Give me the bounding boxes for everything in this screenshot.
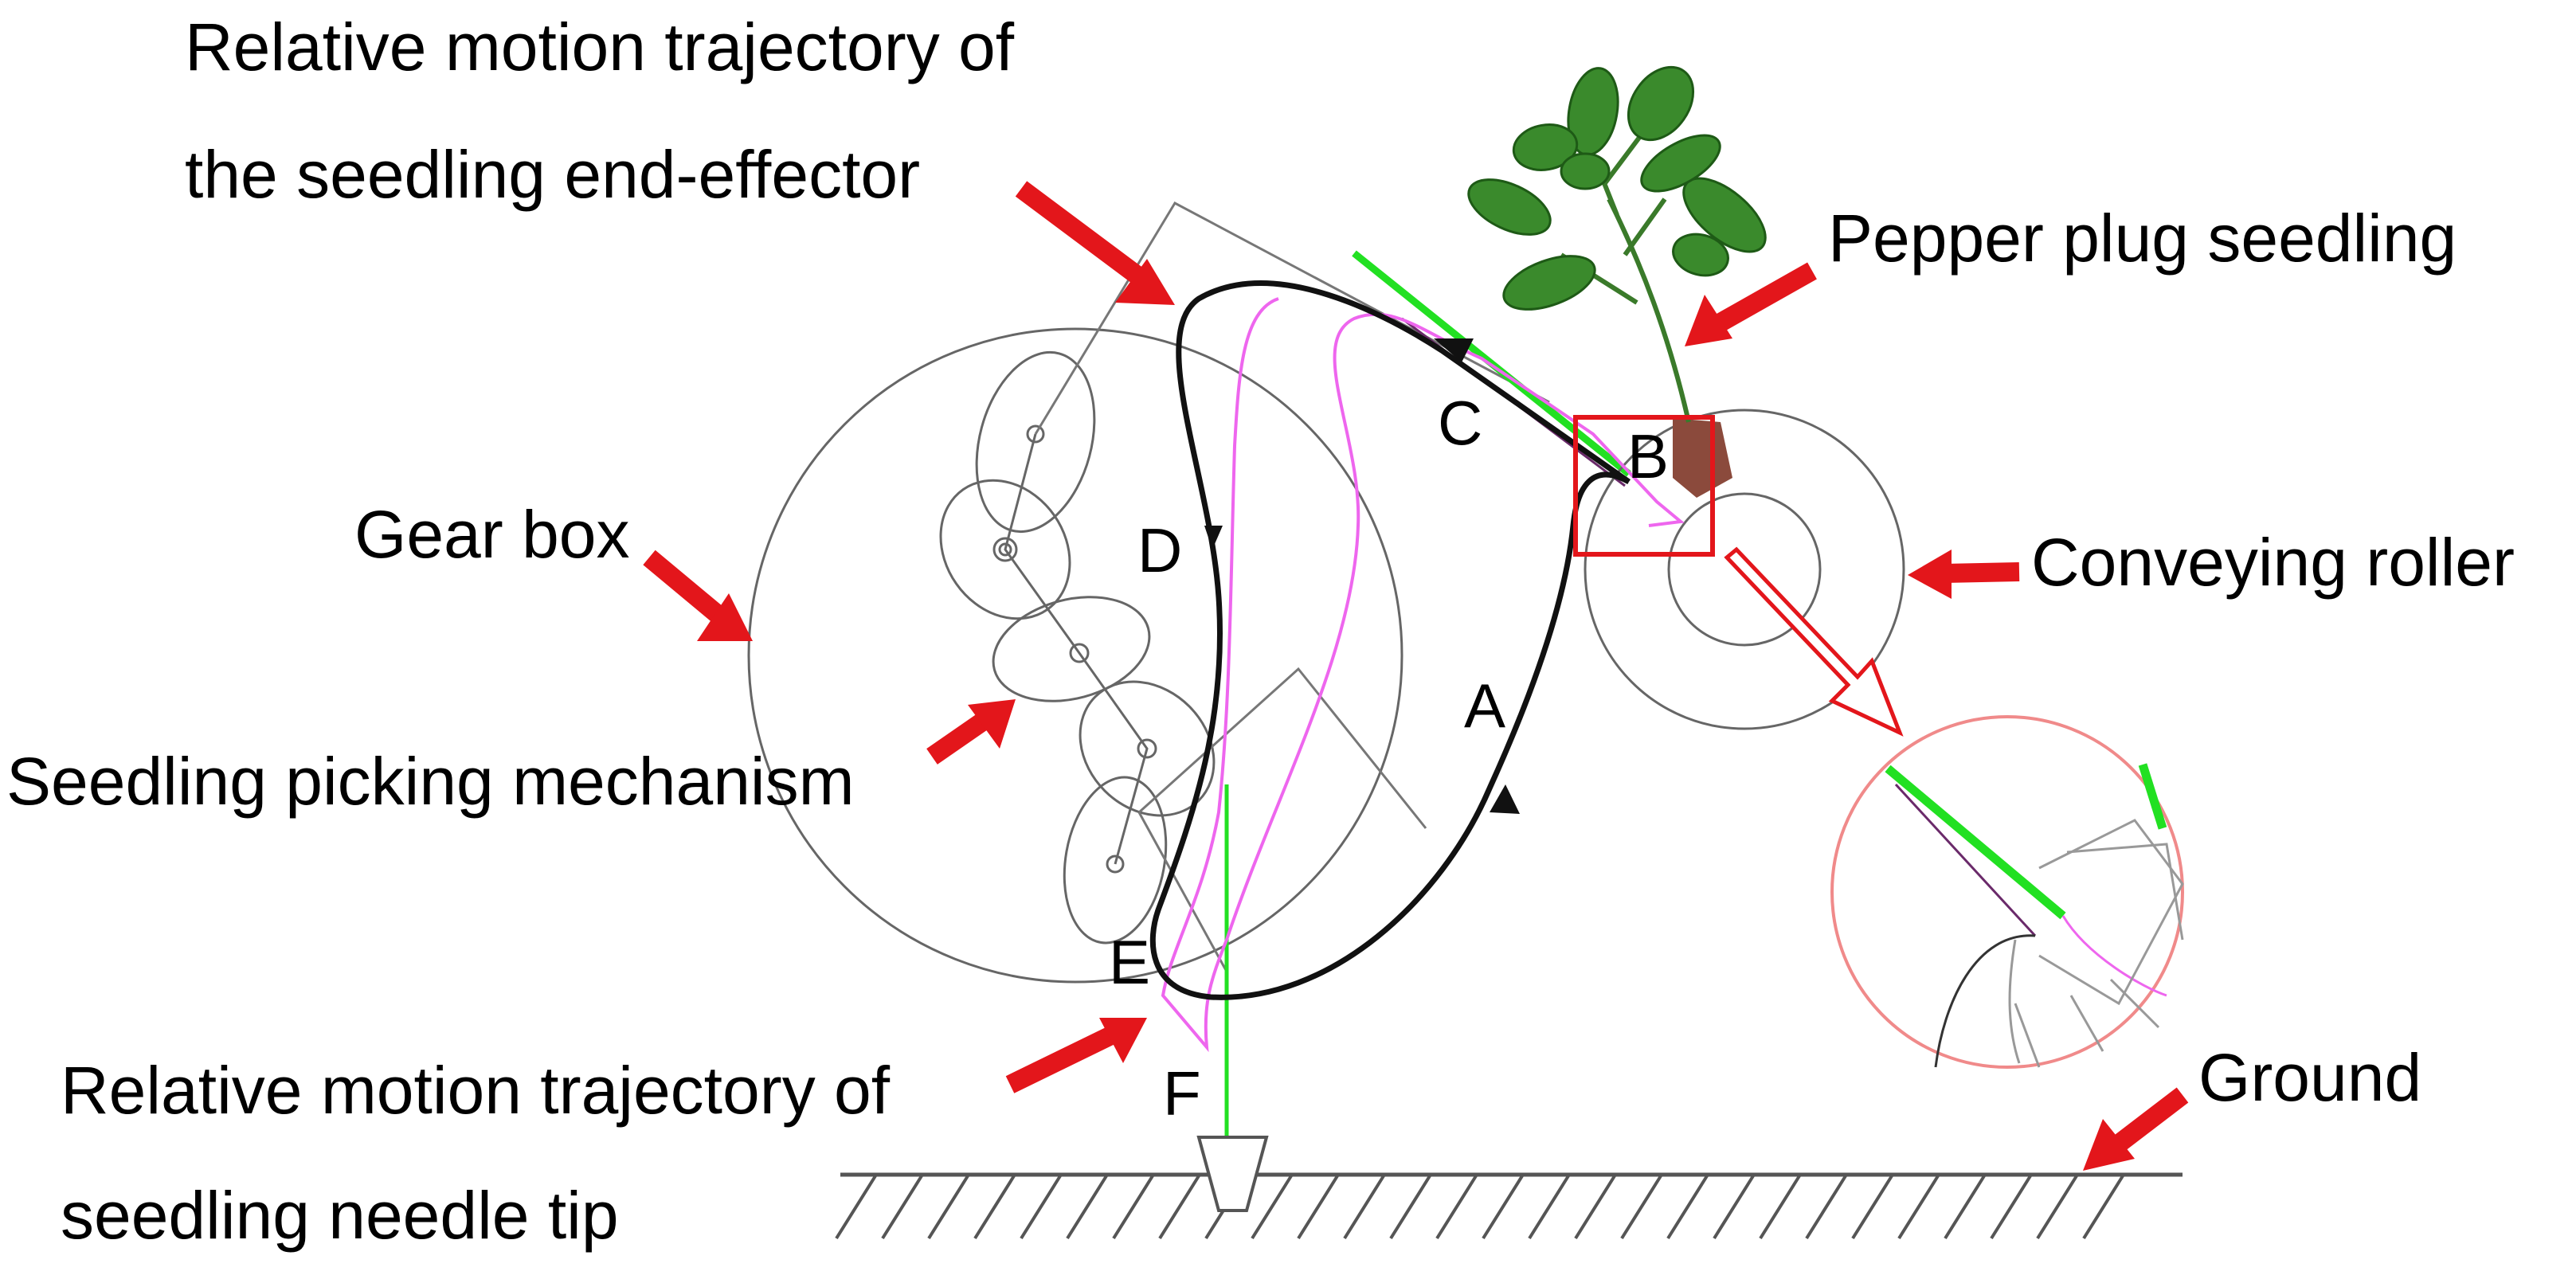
ground-hatch-line (1851, 1173, 1894, 1240)
ground-hatch-line (1759, 1173, 1802, 1240)
seedling-picking-mechanism (939, 350, 1216, 945)
label-ground: Ground (2198, 1040, 2421, 1115)
label-picking-mechanism: Seedling picking mechanism (6, 744, 855, 819)
ground-hatch-line (1944, 1173, 1987, 1240)
ground-hatch-line (1343, 1173, 1386, 1240)
label-end-effector-line1: Relative motion trajectory of (185, 10, 1015, 84)
label-gear-box: Gear box (354, 497, 630, 572)
pointer-arrows (643, 181, 2189, 1171)
point-label-a: A (1464, 671, 1505, 741)
ground-hatch-line (881, 1173, 924, 1240)
ground-hatch-line (1666, 1173, 1709, 1240)
ground-hatch-line (1574, 1173, 1617, 1240)
arrow-end-effector (1015, 181, 1175, 305)
arrow-conveying-roller (1908, 550, 2020, 599)
ground-hatch-line (927, 1173, 970, 1240)
needle-tip-trajectory (1161, 297, 1685, 1053)
ground-hatch-line (2036, 1173, 2079, 1240)
arrow-pepper-seedling (1685, 262, 1817, 346)
point-label-d: D (1137, 515, 1182, 585)
ground-hatch-line (1713, 1173, 1756, 1240)
arrow-gear-box (643, 550, 753, 641)
trajectory-direction-arrows (1204, 338, 1520, 814)
ground-surface (835, 1172, 2183, 1240)
ground-hatch-line (973, 1173, 1016, 1240)
ground-hatch-line (1020, 1173, 1063, 1240)
ground-hatch-line (1251, 1173, 1294, 1240)
pepper-plug-seedling (1467, 65, 1767, 423)
ground-hatch-line (2082, 1173, 2125, 1240)
conveying-roller (1584, 409, 1905, 730)
ground-hatch-line (1066, 1173, 1109, 1240)
ground-hatch-line (1158, 1173, 1201, 1240)
arrow-ground (2083, 1087, 2189, 1171)
zoom-region-box (1573, 415, 1715, 557)
label-pepper-seedling: Pepper plug seedling (1828, 201, 2457, 276)
ground-hatch-line (1112, 1173, 1155, 1240)
ground-hatch-line (1897, 1173, 1940, 1240)
ground-hatch-line (1805, 1173, 1848, 1240)
point-label-b: B (1627, 421, 1669, 491)
gear-box-circle (747, 327, 1403, 984)
seedling-soil-plug (1673, 418, 1732, 498)
arrow-picking-mechanism (926, 699, 1016, 765)
point-label-c: C (1438, 388, 1482, 458)
label-needle-tip-line1: Relative motion trajectory of (61, 1053, 891, 1128)
ground-hatch-line (1482, 1173, 1525, 1240)
label-needle-tip-line2: seedling needle tip (61, 1178, 619, 1253)
ground-hatch-line (1389, 1173, 1432, 1240)
label-end-effector-line2: the seedling end-effector (185, 137, 920, 212)
point-label-f: F (1163, 1058, 1201, 1128)
point-label-e: E (1109, 927, 1150, 997)
ground-hatch-line (1620, 1173, 1663, 1240)
zoom-detail-view (1830, 715, 2184, 1069)
end-effector-trajectory (1149, 280, 1631, 1000)
ground-hatch-line (1528, 1173, 1571, 1240)
label-conveying-roller: Conveying roller (2031, 525, 2515, 600)
ground-hatch-line (1297, 1173, 1340, 1240)
ground-hatch-line (1990, 1173, 2033, 1240)
ground-hatch-line (835, 1173, 878, 1240)
zoom-arrow (1724, 546, 1904, 737)
planting-cup (1196, 1136, 1269, 1212)
arrow-needle-tip (1005, 1018, 1147, 1093)
ground-hatch-line (1435, 1173, 1478, 1240)
